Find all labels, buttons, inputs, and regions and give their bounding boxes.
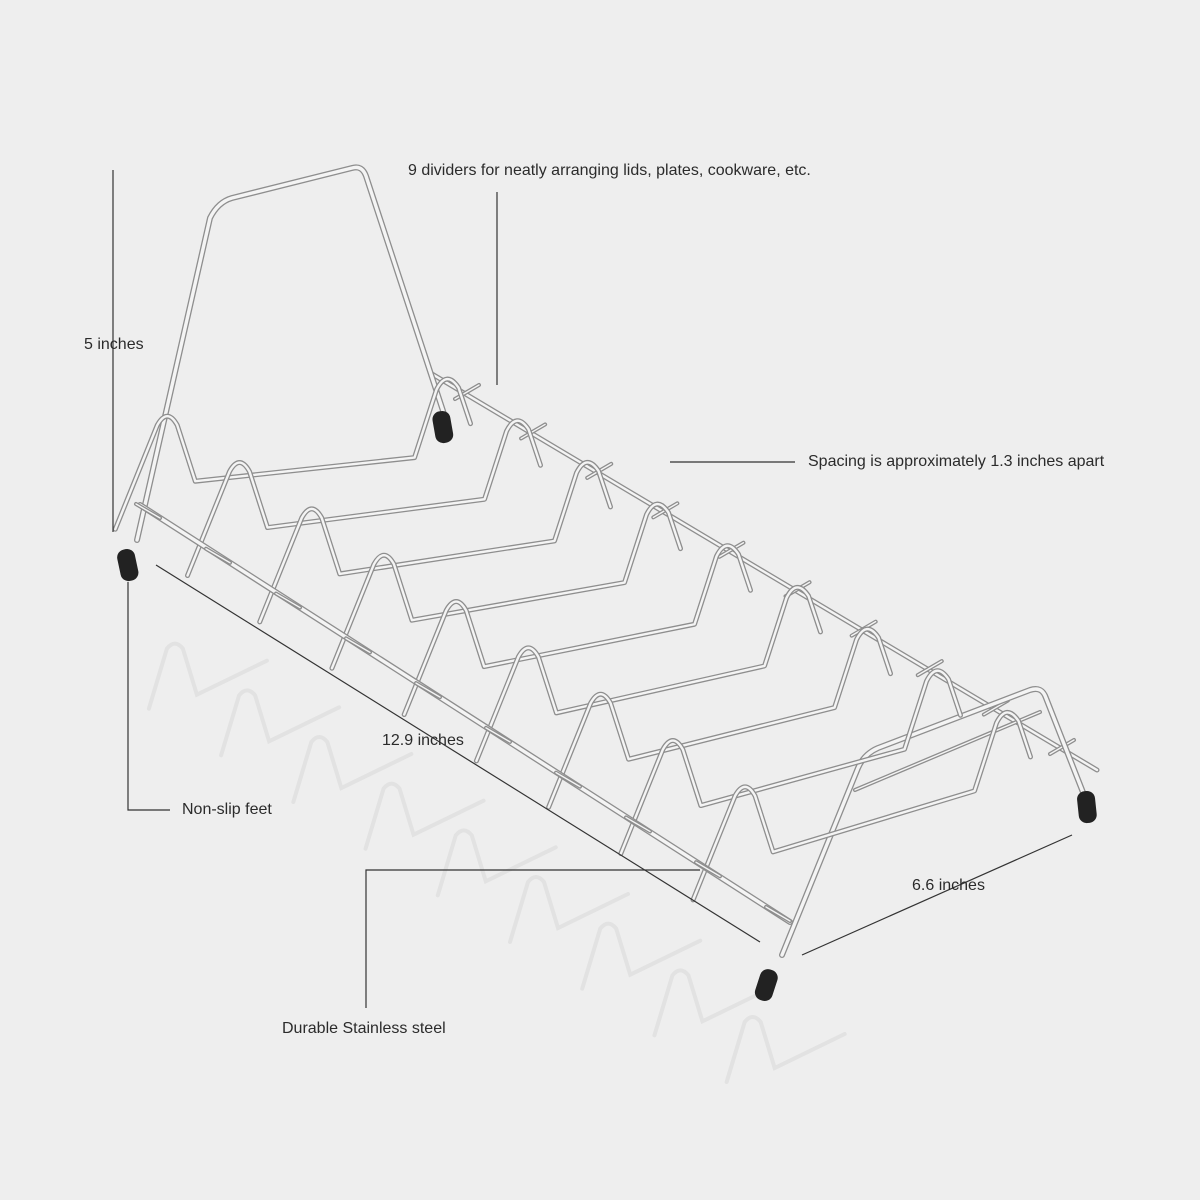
front-peg-8-shine [625,816,651,833]
divider-8-shadow [618,668,963,857]
divider-2 [185,418,543,579]
divider-1-shine [114,377,472,531]
divider-9 [690,709,1033,903]
back-peg-8-shine [917,660,943,676]
height-dimension-label: 5 inches [84,336,144,353]
reflection-wire-7 [580,921,703,991]
divider-5-shine [402,544,752,716]
divider-8 [618,668,963,857]
divider-5 [401,543,753,718]
divider-7-shine [547,627,892,809]
left-frame [134,164,449,543]
dimension-lines [112,170,1073,1008]
right-crossbar [853,710,1042,792]
divider-7-shadow [546,626,893,810]
length-dimension-line [155,564,761,943]
divider-1 [112,376,473,532]
front-peg-6-shine [485,727,511,743]
reflection-wire-4 [363,781,486,851]
divider-4 [329,501,683,671]
front-peg-7 [554,770,582,789]
divider-5-shadow [401,543,753,718]
front-peg-10-shine [765,906,791,922]
front-peg-6 [484,725,512,744]
front-peg-7-shine [555,771,581,788]
front-peg-3-shine [275,592,301,609]
front-peg-5-shine [415,682,441,698]
front-peg-9 [694,860,722,879]
non-slip-foot-4 [432,410,454,444]
divider-6-shine [475,586,822,763]
front-peg-5 [414,681,442,700]
divider-4-shadow [329,501,683,671]
back-peg-2-shine [520,423,546,440]
reflection-wire-5 [435,828,558,898]
rack-reflection [146,641,847,1084]
front-peg-8 [624,815,652,834]
right-frame-shadow [779,686,1089,958]
front-peg-1-shine [135,503,161,519]
non-slip-foot-2 [754,969,778,1001]
dividers-callout: 9 dividers for neatly arranging lids, pl… [408,162,811,179]
reflection-wire-2 [219,688,342,758]
left-frame-shadow [134,164,449,543]
width-dimension-line [801,834,1073,956]
front-peg-10 [764,905,792,923]
front-peg-1 [134,502,162,520]
feet-leader-line [127,582,170,811]
divider-6 [473,584,823,764]
non-slip-foot-3 [1077,790,1097,824]
divider-4-shine [330,502,682,670]
front-peg-4 [344,636,372,655]
reflection-wire-8 [652,968,775,1038]
material-callout: Durable Stainless steel [282,1020,446,1037]
divider-6-shadow [473,584,823,764]
divider-3-shadow [257,459,613,625]
reflection-wire-1 [146,641,269,711]
right-frame [779,686,1089,958]
divider-2-shine [186,419,542,577]
front-peg-2-shine [205,548,231,564]
reflection-wire-9 [724,1015,847,1084]
front-peg-3 [274,591,302,610]
length-dimension-label: 12.9 inches [382,732,464,749]
left-frame-shine [135,165,448,542]
front-rail [137,502,793,925]
dish-rack [112,164,1100,1001]
divider-3 [257,459,613,625]
divider-9-shine [691,711,1032,902]
front-peg-2 [204,546,232,565]
divider-7 [546,626,893,810]
front-peg-4-shine [345,637,371,654]
material-leader-line [365,869,700,1008]
feet-callout: Non-slip feet [182,801,272,818]
divider-3-shine [258,461,612,624]
spacing-callout: Spacing is approximately 1.3 inches apar… [808,453,1105,470]
right-crossbar-shine [854,711,1041,791]
width-dimension-label: 6.6 inches [912,877,985,894]
non-slip-foot-1 [117,548,139,582]
divider-8-shine [619,669,962,855]
front-peg-9-shine [695,861,721,877]
front-rail-shine [138,503,792,924]
reflection-wire-3 [291,735,414,804]
reflection-wire-6 [508,875,630,944]
back-peg-2 [519,422,548,441]
back-peg-8 [915,659,944,678]
divider-9-shadow [690,709,1033,903]
